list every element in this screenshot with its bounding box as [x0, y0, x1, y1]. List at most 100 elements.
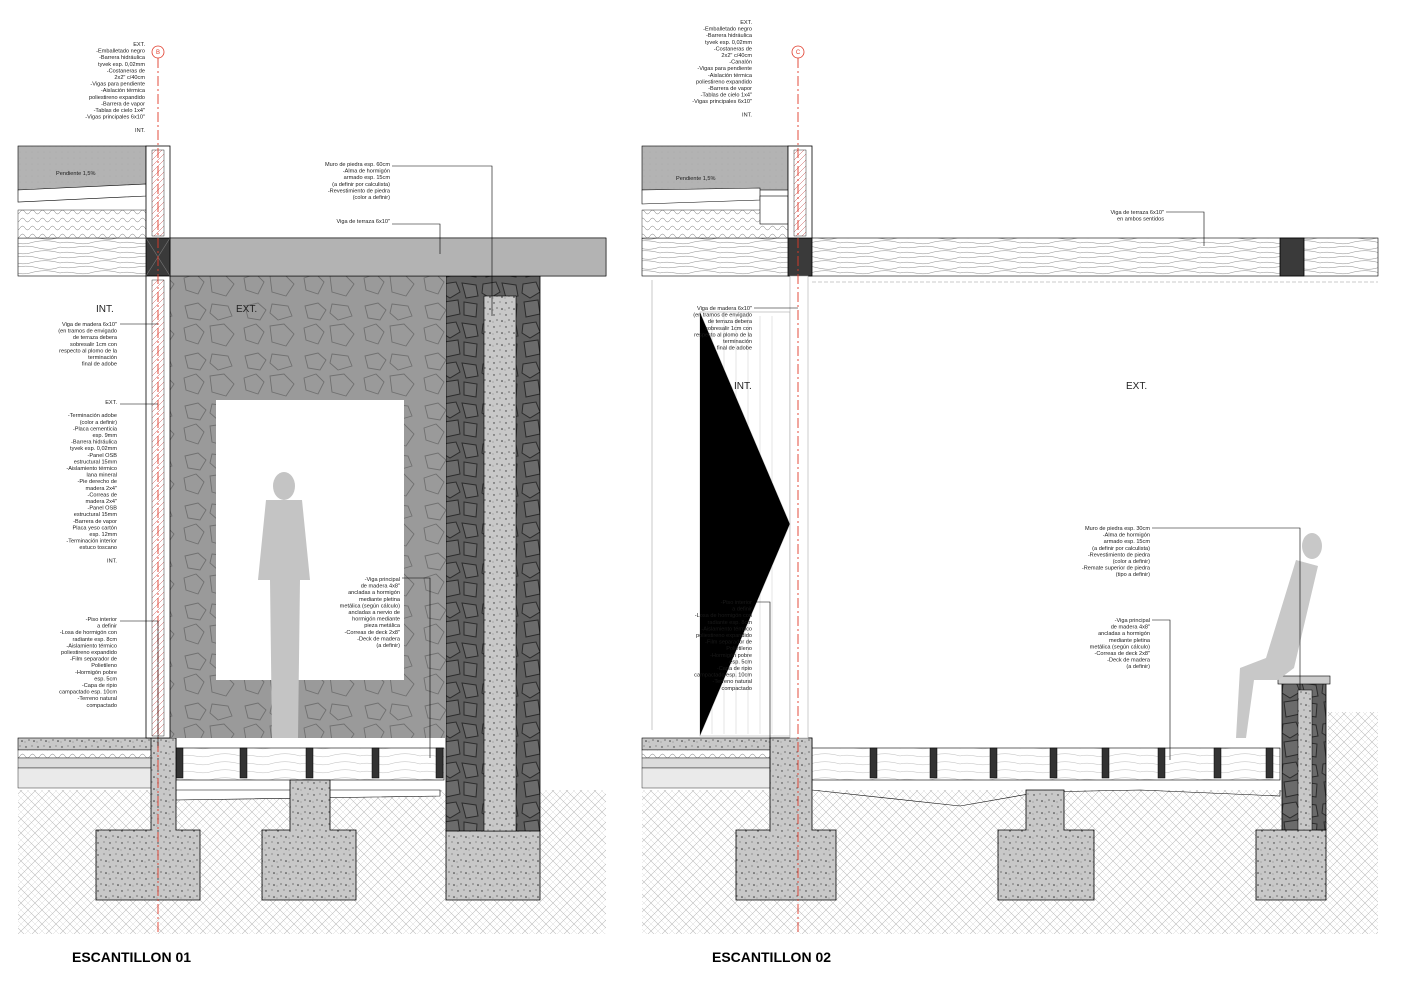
axis-marker-b: [151, 45, 165, 59]
note-text: Viga de terraza 6x10": [336, 219, 390, 225]
note-line: -Aislamiento térmico: [701, 626, 752, 632]
note-line: -Terreno natural: [78, 696, 118, 702]
axis-marker-b-label: B: [156, 50, 160, 56]
terrace-beam-02: [641, 237, 1379, 277]
note-wood-beam-02: Viga de madera 6x10"(en tramos de enviga…: [693, 306, 753, 352]
note-line: (a definir): [376, 643, 400, 649]
note-line: -Viga principal: [1115, 618, 1150, 624]
roof-slab: [17, 145, 147, 191]
note-line: de madera 4x8": [361, 584, 400, 590]
note-line: estructural 15mm: [74, 459, 118, 465]
leaders-02: [754, 211, 1301, 790]
note-line: -Costaneras de: [107, 68, 145, 74]
note-line: a definir: [97, 624, 117, 630]
leaders-01: [120, 165, 493, 758]
note-line: final de adobe: [717, 346, 752, 352]
note-line: Muro de piedra esp. 30cm: [1085, 526, 1150, 532]
note-line: en ambos sentidos: [1117, 217, 1164, 223]
note-line: -Aislamiento térmico: [66, 466, 117, 472]
note-line: campactado esp. 10cm: [694, 673, 752, 679]
note-text: EXT.-Emballetado negro-Barrera hidráulic…: [692, 20, 753, 118]
note-line: -Barrera de vapor: [101, 101, 145, 107]
note-line: armado esp. 15cm: [1104, 539, 1151, 545]
note-line: poliestireno expandido: [696, 79, 752, 85]
note-line: (a definir): [1126, 664, 1150, 670]
note-line: -Losa de hormigón con: [695, 613, 752, 619]
note-line: -Vigas para pendiente: [90, 82, 145, 88]
note-line: -Correas de deck 2x8": [1095, 651, 1150, 657]
note-line: EXT.: [105, 400, 117, 406]
note-line: Placa yeso cartón: [73, 525, 117, 531]
note-roof-02: EXT.-Emballetado negro-Barrera hidráulic…: [692, 20, 753, 118]
note-text: EXT.-Terminación adobe(color a definir)-…: [66, 400, 118, 564]
seated-person-silhouette: [1236, 533, 1322, 738]
note-line: metálica (según cálculo): [340, 603, 400, 609]
note-line: (tipo a definir): [1116, 572, 1150, 578]
note-text: EXT.-Emballetado negro-Barrera hidráulic…: [85, 42, 146, 134]
note-line: esp. 5cm: [94, 676, 117, 682]
wall-opening: [216, 400, 404, 680]
note-line: mediante pletina: [1109, 638, 1151, 644]
note-line: Viga de madera 6x10": [62, 322, 117, 328]
note-line: Polietileno: [91, 663, 117, 669]
note-line: madera 2x4": [85, 499, 117, 505]
note-line: esp. 12mm: [89, 532, 117, 538]
glazing-frame: [789, 275, 809, 739]
note-line: compactado: [87, 703, 117, 709]
note-line: final de adobe: [82, 362, 117, 368]
note-text: Viga de terraza 6x10"en ambos sentidos: [1110, 210, 1164, 223]
note-line: -Aislación térmica: [708, 73, 753, 79]
section-02: C INT. EXT. EXT.-Emballetado negro-Barre…: [641, 20, 1379, 965]
note-stone-wall-01: Muro de piedra esp. 60cm-Alma de hormigó…: [325, 162, 391, 201]
deck-joists-02: [811, 747, 1281, 781]
note-roof-01: EXT.-Emballetado negro-Barrera hidráulic…: [85, 42, 146, 134]
note-line: estructural 15mm: [74, 512, 118, 518]
note-terrace-beam-01: Viga de terraza 6x10": [336, 219, 390, 225]
section-01-title: ESCANTILLON 01: [72, 949, 191, 965]
int-label-01: INT.: [96, 304, 114, 315]
note-text: Muro de piedra esp. 60cm-Alma de hormigó…: [325, 162, 391, 201]
note-text: Viga de madera 6x10"(en tramos de enviga…: [58, 322, 118, 368]
note-line: (a definir por calculista): [1092, 546, 1150, 552]
axis-marker-c: [791, 45, 805, 59]
note-wood-beam-01: Viga de madera 6x10"(en tramos de enviga…: [58, 322, 118, 368]
note-line: -Tablas de cielo 1x4": [701, 93, 752, 99]
note-line: -Tablas de cielo 1x4": [94, 108, 145, 114]
note-line: pieza metálica: [364, 623, 401, 629]
note-line: radiante esp. 8cm: [708, 620, 753, 626]
note-line: -Barrera de vapor: [73, 519, 117, 525]
note-line: estuco toscano: [79, 545, 117, 551]
note-line: Viga de terraza 6x10": [336, 219, 390, 225]
note-line: armado esp. 15cm: [344, 175, 391, 181]
note-line: INT.: [135, 128, 145, 134]
gutter: [759, 195, 789, 225]
note-line: 2x2" c/40cm: [114, 75, 145, 81]
note-line: -Aislamiento térmico: [66, 643, 117, 649]
note-line: -Placa cementicia: [73, 426, 118, 432]
note-line: -Vigas para pendiente: [697, 66, 752, 72]
note-line: metálica (según cálculo): [1090, 644, 1150, 650]
note-line: -Aislación térmica: [101, 88, 146, 94]
person-silhouette: [258, 472, 310, 738]
note-line: esp. 5cm: [729, 659, 752, 665]
note-line: (color a definir): [353, 195, 390, 201]
deck-beams: [175, 747, 444, 779]
note-line: madera 2x4": [85, 486, 117, 492]
note-line: de madera 4x8": [1111, 625, 1150, 631]
note-line: Polietileno: [726, 646, 752, 652]
note-line: -Terminación interior: [66, 539, 117, 545]
note-line: tyvek esp. 0,02mm: [705, 40, 752, 46]
note-line: respecto al plomo de la: [59, 348, 118, 354]
note-line: (color a definir): [1113, 559, 1150, 565]
note-line: -Panel OSB: [87, 453, 117, 459]
note-line: mediante pletina: [359, 597, 401, 603]
note-line: terminación: [88, 355, 117, 361]
note-line: -Capa de ripio: [82, 683, 117, 689]
note-line: -Capa de ripio: [717, 666, 752, 672]
